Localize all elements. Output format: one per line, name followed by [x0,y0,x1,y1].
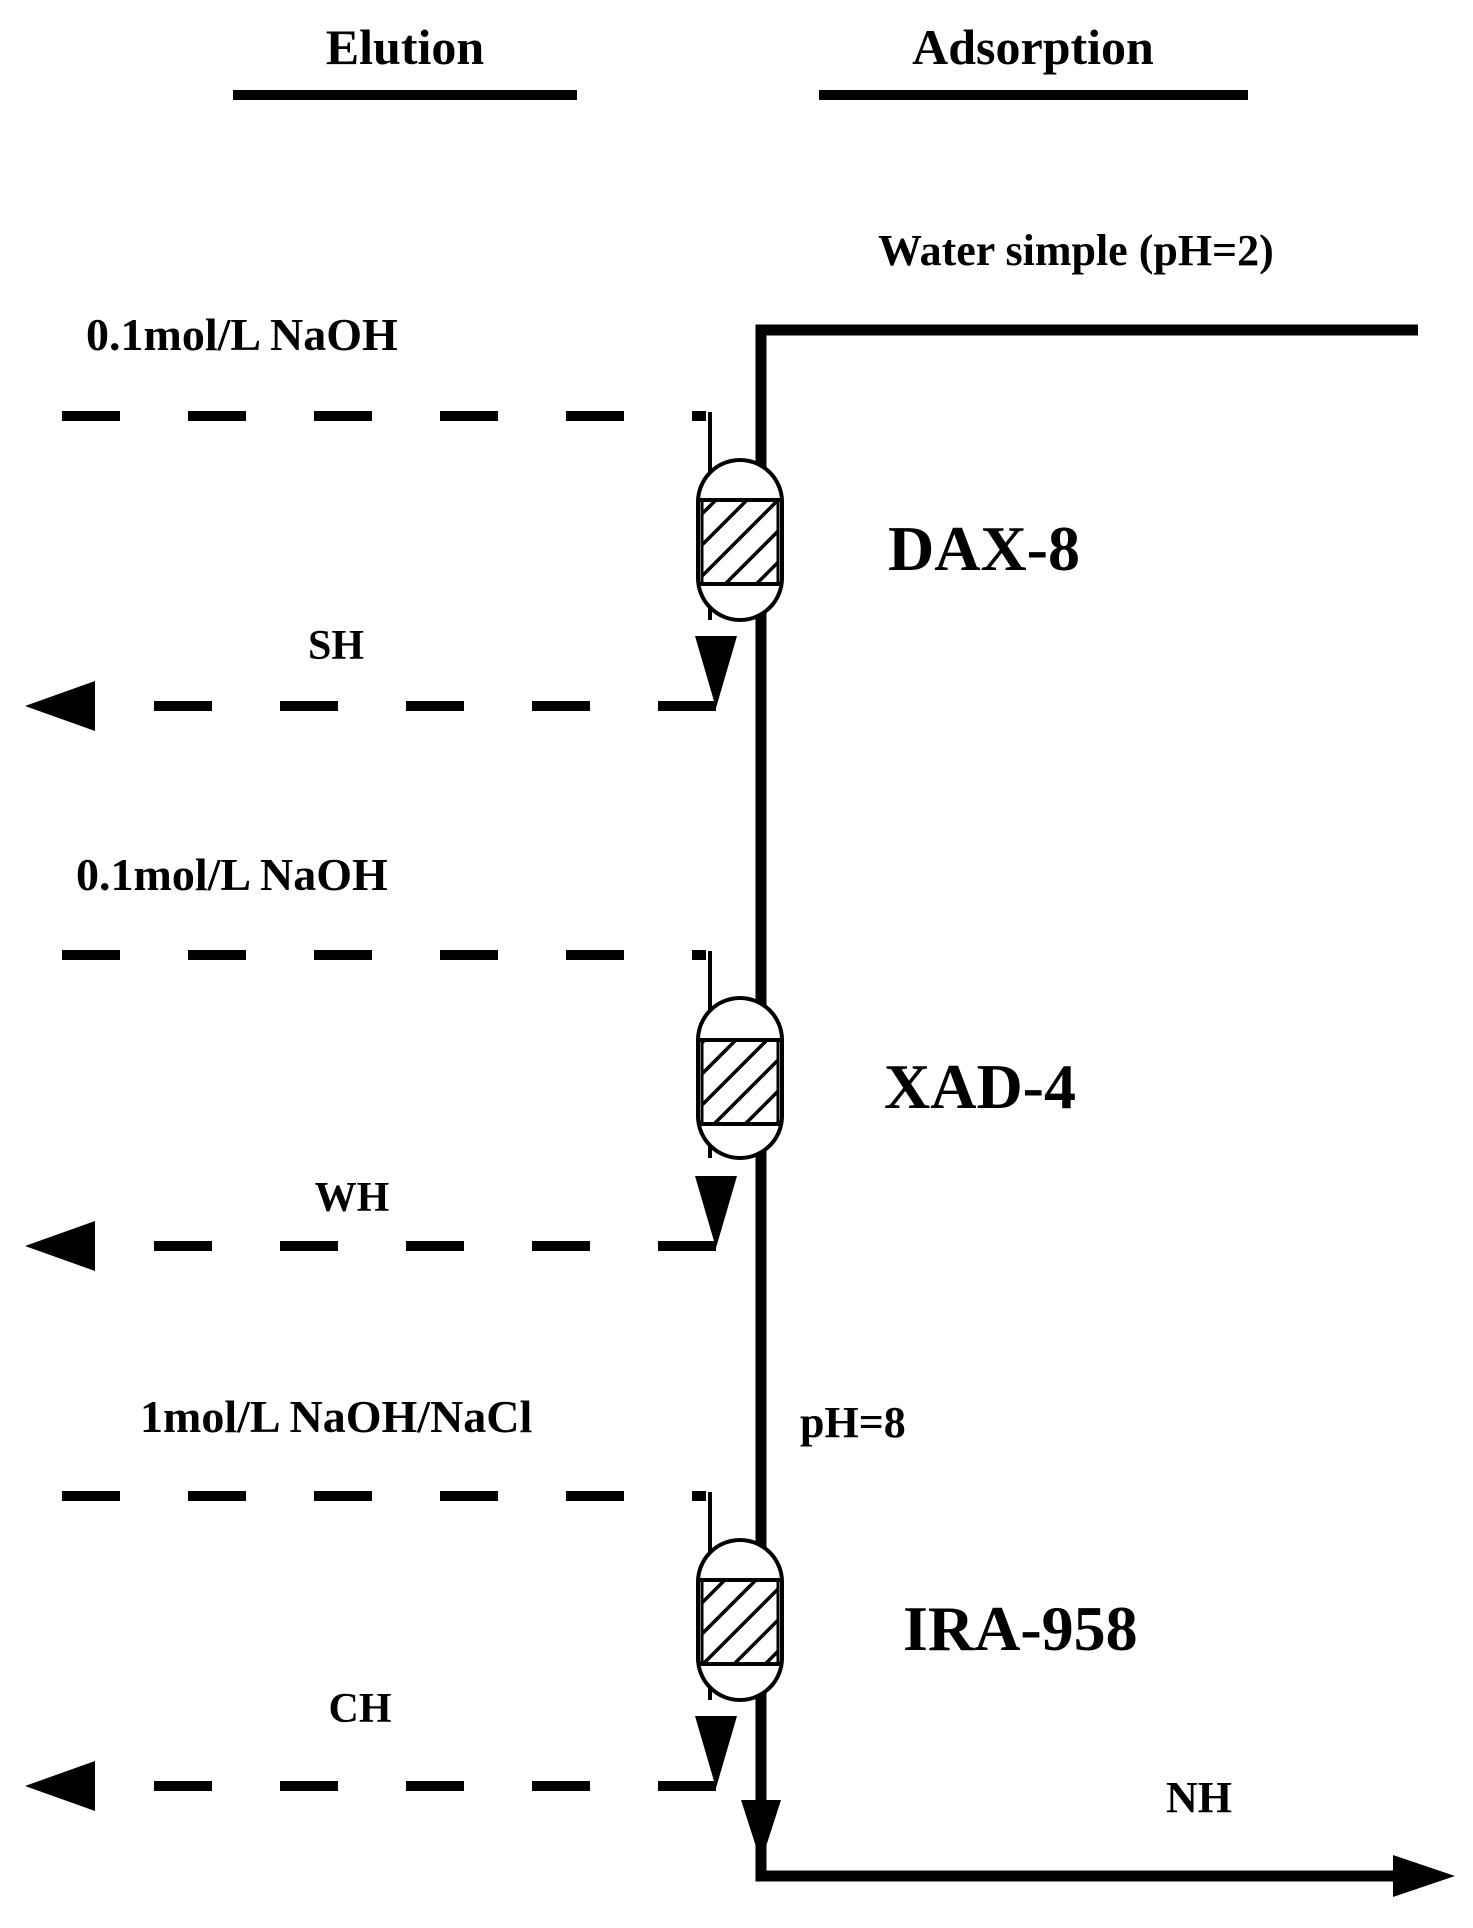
reagent-label: 0.1mol/L NaOH [86,309,398,360]
fraction-outflow-arrowhead [25,1761,95,1811]
resin-bed [700,498,780,586]
fraction-label: CH [329,1686,392,1732]
effluent-label: NH [1166,1773,1232,1822]
reagent-label: 1mol/L NaOH/NaCl [140,1391,532,1442]
column-outlet-arrowhead [695,1176,737,1248]
resin-label: IRA-958 [903,1593,1138,1664]
column-outlet-arrowhead [695,636,737,708]
effluent-line [755,1800,1395,1882]
resin-bed [700,1578,780,1666]
sample-label: Water simple (pH=2) [878,226,1274,275]
resin-label: XAD-4 [884,1051,1076,1122]
resin-bed [700,1038,780,1126]
effluent-arrowhead [1393,1855,1455,1897]
column-outlet-arrowhead [695,1716,737,1788]
sample-feed-line [755,324,1418,1800]
fraction-label: SH [308,623,364,669]
stage-dax-8: 0.1mol/L NaOH SH DAX-8 [25,309,1080,731]
reagent-label: 0.1mol/L NaOH [76,849,388,900]
elution-header: Elution [326,19,485,75]
fraction-outflow-arrowhead [25,681,95,731]
ph-adjust-label: pH=8 [800,1398,906,1447]
fraction-label: WH [315,1175,390,1221]
resin-label: DAX-8 [888,513,1080,584]
adsorption-header: Adsorption [912,19,1154,75]
stage-ira-958: 1mol/L NaOH/NaCl CH IRA-958 [25,1391,1138,1811]
fraction-outflow-arrowhead [25,1221,95,1271]
stage-xad-4: 0.1mol/L NaOH WH XAD-4 [25,849,1076,1271]
